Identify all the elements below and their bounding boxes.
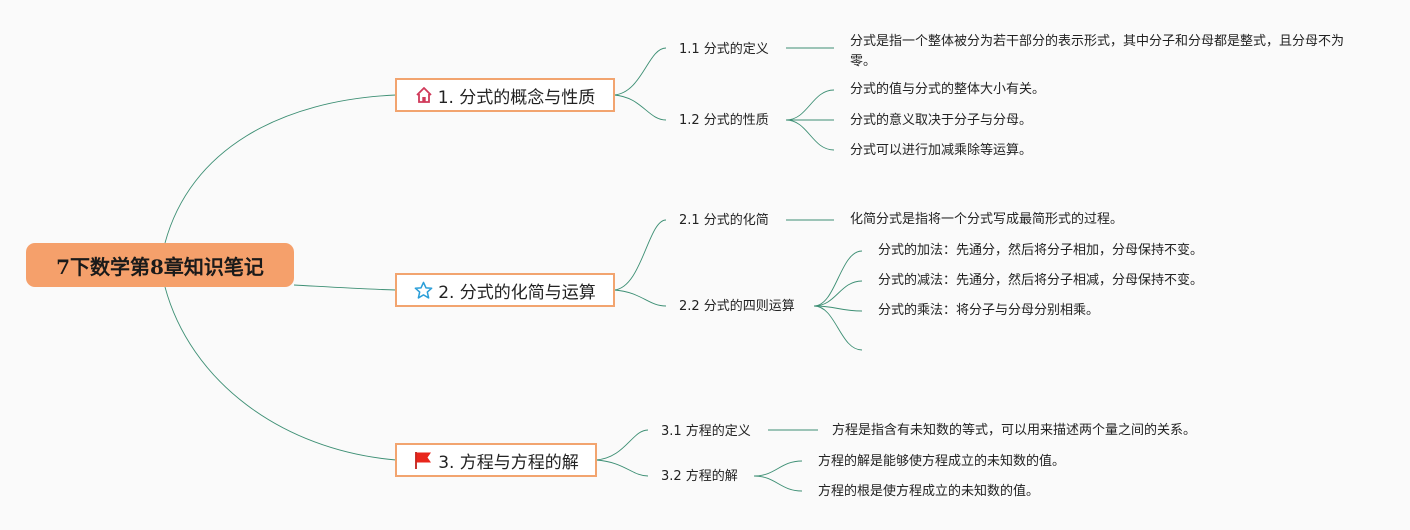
subtopic-2-2[interactable]: 2.2 分式的四则运算 xyxy=(679,299,795,314)
link-c12-n3 xyxy=(785,119,835,151)
star-icon xyxy=(414,281,433,300)
branch-topic-1[interactable]: 1. 分式的概念与性质 xyxy=(395,78,615,112)
note-2-1-1[interactable]: 化简分式是指将一个分式写成最简形式的过程。 xyxy=(850,212,1124,227)
note-3-1-1[interactable]: 方程是指含有未知数的等式，可以用来描述两个量之间的关系。 xyxy=(832,423,1197,438)
note-1-1-1[interactable]: 分式是指一个整体被分为若干部分的表示形式，其中分子和分母都是整式，且分母不为零。 xyxy=(850,34,1345,69)
link-root-b2 xyxy=(293,284,397,291)
note-1-2-1[interactable]: 分式的值与分式的整体大小有关。 xyxy=(850,82,1046,97)
link-b2-c1 xyxy=(613,219,667,291)
link-c22-n1 xyxy=(813,250,863,307)
link-c22-n3 xyxy=(813,305,863,312)
subtopic-3-2[interactable]: 3.2 方程的解 xyxy=(661,469,738,484)
link-b1-c2 xyxy=(613,94,667,121)
link-b3-c1 xyxy=(595,429,649,461)
branch-topic-label: 3. 方程与方程的解 xyxy=(438,452,579,473)
branch-topic-label: 1. 分式的概念与性质 xyxy=(437,87,596,108)
note-3-2-2[interactable]: 方程的根是使方程成立的未知数的值。 xyxy=(818,484,1040,499)
subtopic-1-2[interactable]: 1.2 分式的性质 xyxy=(679,113,769,128)
note-2-2-1[interactable]: 分式的加法：先通分，然后将分子相加，分母保持不变。 xyxy=(878,243,1204,258)
note-3-2-1[interactable]: 方程的解是能够使方程成立的未知数的值。 xyxy=(818,454,1066,469)
subtopic-1-1[interactable]: 1.1 分式的定义 xyxy=(679,42,769,57)
branch-topic-label: 2. 分式的化简与运算 xyxy=(438,282,596,303)
link-root-b3 xyxy=(164,286,397,461)
branch-topic-3[interactable]: 3. 方程与方程的解 xyxy=(395,443,597,477)
note-1-2-3[interactable]: 分式可以进行加减乘除等运算。 xyxy=(850,143,1033,158)
link-b2-c2 xyxy=(613,289,667,307)
link-root-b1 xyxy=(164,94,397,244)
link-c32-n2 xyxy=(753,475,803,492)
link-b3-c2 xyxy=(595,459,649,477)
link-b1-c1 xyxy=(613,47,667,96)
link-c22-n2 xyxy=(813,280,863,307)
subtopic-3-1[interactable]: 3.1 方程的定义 xyxy=(661,424,751,439)
note-2-2-3[interactable]: 分式的乘法：将分子与分母分别相乘。 xyxy=(878,303,1100,318)
link-c32-n1 xyxy=(753,460,803,477)
link-c12-n1 xyxy=(785,89,835,121)
note-1-2-2[interactable]: 分式的意义取决于分子与分母。 xyxy=(850,113,1033,128)
note-2-2-2[interactable]: 分式的减法：先通分，然后将分子相减，分母保持不变。 xyxy=(878,273,1204,288)
home-icon xyxy=(415,86,433,104)
flag-icon xyxy=(413,450,433,470)
subtopic-2-1[interactable]: 2.1 分式的化简 xyxy=(679,213,769,228)
central-topic[interactable]: 7下数学第8章知识笔记 xyxy=(26,243,294,287)
link-c22-n4 xyxy=(813,305,863,351)
branch-topic-2[interactable]: 2. 分式的化简与运算 xyxy=(395,273,615,307)
